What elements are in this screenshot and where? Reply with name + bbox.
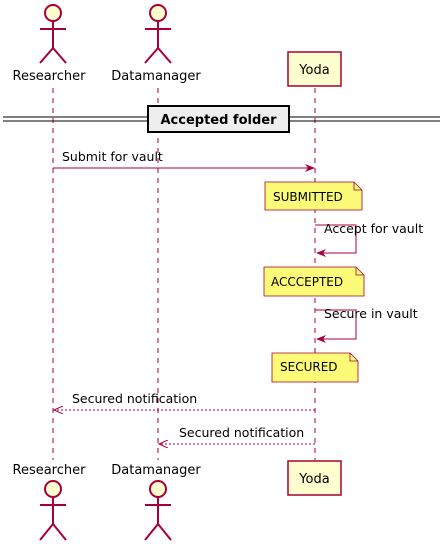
actor-label: Researcher	[13, 463, 87, 478]
participant-yoda-bottom: Yoda	[287, 460, 342, 496]
message-label: Secured notification	[72, 391, 197, 406]
divider: Accepted folder	[3, 105, 440, 133]
note-box	[271, 352, 359, 383]
message-submit: Submit for vault	[53, 149, 315, 172]
message-notify-datamanager: Secured notification	[159, 425, 315, 444]
actor-datamanager-bottom: Datamanager	[111, 463, 201, 541]
stick-figure-icon	[144, 4, 172, 64]
message-label: Secure in vault	[324, 306, 418, 321]
participant-box	[287, 460, 342, 496]
note-label: SUBMITTED	[273, 190, 343, 204]
note-label: ACCCEPTED	[271, 275, 343, 289]
actor-datamanager-top: Datamanager	[111, 4, 201, 84]
note-label: SECURED	[280, 360, 338, 374]
participant-label: Yoda	[298, 63, 329, 78]
actor-researcher-bottom: Researcher	[13, 463, 87, 541]
stick-figure-icon	[39, 4, 67, 64]
note-secured: SECURED	[271, 352, 359, 383]
actor-researcher-top: Researcher	[13, 4, 87, 84]
participant-label: Yoda	[298, 472, 329, 487]
divider-box	[147, 105, 290, 133]
note-box	[264, 181, 363, 211]
message-notify-researcher: Secured notification	[54, 391, 315, 410]
message-label: Secured notification	[179, 425, 304, 440]
divider-label: Accepted folder	[160, 113, 277, 128]
message-label: Accept for vault	[324, 221, 423, 236]
message-accept: Accept for vault	[315, 221, 423, 257]
stick-figure-icon	[39, 480, 67, 541]
note-submitted: SUBMITTED	[264, 181, 363, 211]
actor-label: Researcher	[13, 69, 87, 84]
stick-figure-icon	[144, 480, 172, 541]
participant-box	[287, 51, 342, 87]
participant-yoda-top: Yoda	[287, 51, 342, 87]
message-label: Submit for vault	[62, 149, 163, 164]
actor-label: Datamanager	[111, 69, 201, 84]
message-secure: Secure in vault	[315, 306, 418, 343]
actor-label: Datamanager	[111, 463, 201, 478]
note-box	[263, 266, 365, 297]
note-accepted: ACCCEPTED	[263, 266, 365, 297]
